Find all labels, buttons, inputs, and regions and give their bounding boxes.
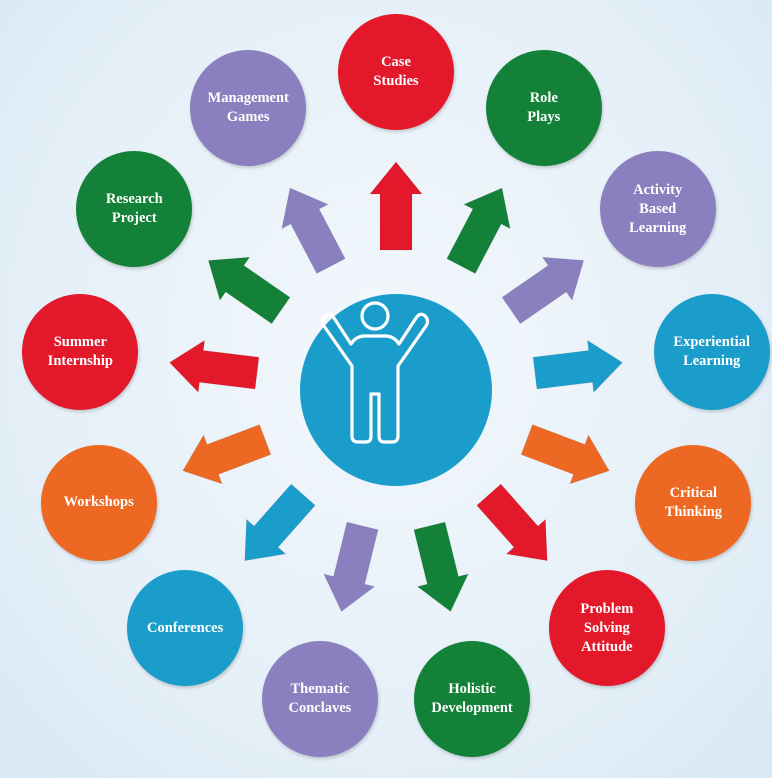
arrow-to-problem-solving-attitude	[476, 483, 548, 562]
arrow-to-management-games	[281, 187, 346, 275]
arrow-to-case-studies	[368, 161, 424, 251]
arrow-to-workshops	[182, 423, 272, 485]
arrow-to-critical-thinking	[520, 423, 610, 485]
node-label: Workshops	[63, 494, 134, 511]
arrow-to-activity-based-learning	[501, 256, 585, 325]
arrow-to-summer-internship	[168, 339, 260, 394]
center-hub	[300, 294, 492, 486]
person-arms-raised-icon	[320, 301, 430, 444]
node-label: Conferences	[147, 619, 224, 636]
arrow-to-thematic-conclaves	[322, 521, 379, 613]
arrow-to-conferences	[244, 483, 316, 562]
arrow-to-holistic-development	[413, 521, 470, 613]
arrow-to-experiential-learning	[532, 339, 624, 394]
node-workshops: Workshops	[40, 444, 157, 561]
arrow-to-research-project	[207, 256, 291, 325]
arrow-to-role-plays	[446, 187, 511, 275]
node-conferences: Conferences	[127, 570, 244, 687]
